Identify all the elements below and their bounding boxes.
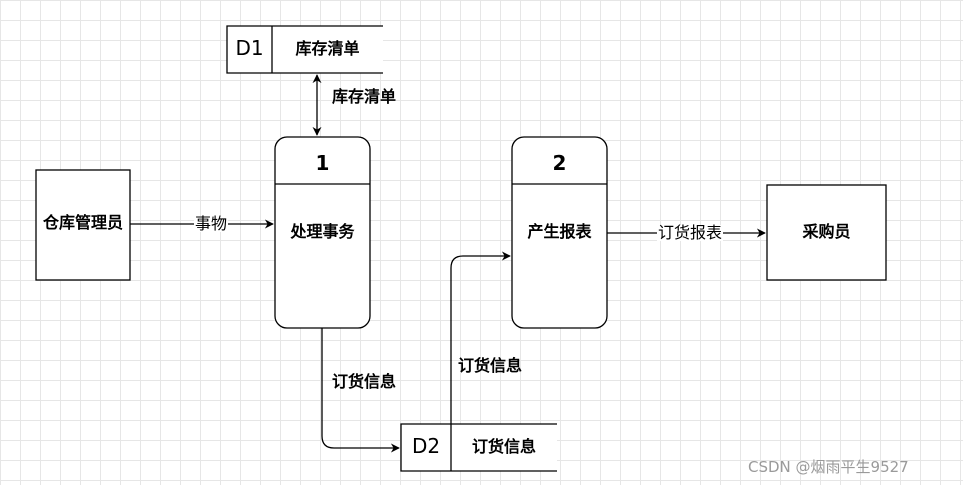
flow-transaction-label: 事物 [194,214,229,233]
process-2-name: 产生报表 [527,222,592,241]
flow-order-report-label: 订货报表 [657,223,724,242]
data-store-d2-shape[interactable] [400,423,557,472]
data-store-d1-id: D1 [235,36,264,60]
data-store-d2-id: D2 [411,434,441,458]
process-1-number: 1 [315,151,330,175]
process-1-name: 处理事务 [290,222,355,241]
flow-order-info-from-store-line[interactable] [450,251,511,424]
data-store-d2-name: 订货信息 [471,437,536,456]
entity-warehouse-manager-box[interactable] [35,169,131,281]
data-store-d1-shape[interactable] [226,25,383,74]
flow-inventory-list-label: 库存清单 [332,87,397,106]
process-2-number: 2 [552,151,567,175]
data-store-d1-name: 库存清单 [295,39,360,58]
flow-order-info-from-store-label: 订货信息 [458,356,523,375]
entity-purchaser-label: 采购员 [802,222,851,241]
watermark-text: CSDN @烟雨平生9527 [748,458,909,476]
flow-order-info-to-store-label: 订货信息 [332,372,397,391]
entity-purchaser-box[interactable] [766,184,887,281]
flow-order-info-to-store-line[interactable] [321,328,400,453]
entity-warehouse-manager-label: 仓库管理员 [42,213,123,232]
